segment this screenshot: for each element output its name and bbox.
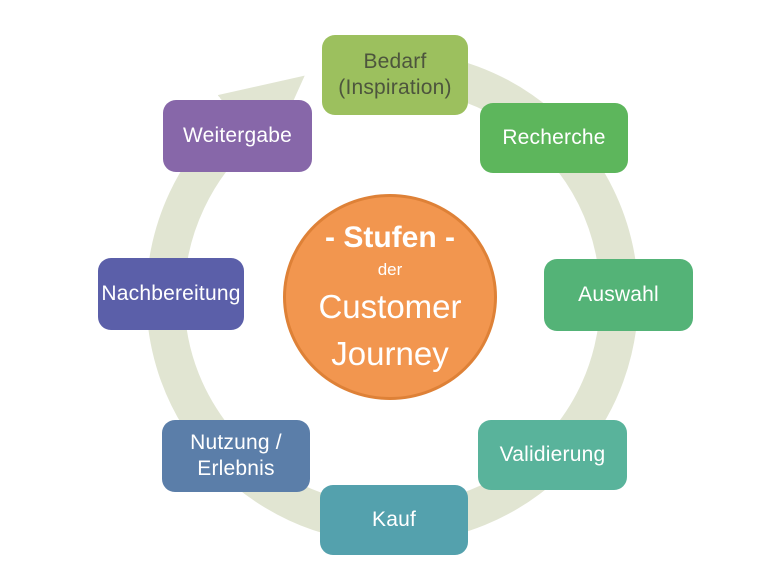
center-line-customer: Customer — [318, 288, 462, 325]
stage-auswahl: Auswahl — [544, 259, 693, 331]
stage-weitergabe: Weitergabe — [163, 100, 312, 172]
stage-nachbereitung: Nachbereitung — [98, 258, 244, 330]
stage-kauf: Kauf — [320, 485, 468, 555]
stage-validierung: Validierung — [478, 420, 627, 490]
center-line-journey: Journey — [331, 335, 449, 372]
stage-recherche: Recherche — [480, 103, 628, 173]
stage-nutzung-erlebnis: Nutzung / Erlebnis — [162, 420, 310, 492]
center-title-stufen: - Stufen - — [325, 221, 455, 254]
center-subtitle-der: der — [377, 260, 403, 279]
stage-bedarf-inspiration: Bedarf (Inspiration) — [322, 35, 468, 115]
center-circle: - Stufen - der Customer Journey — [283, 194, 497, 400]
